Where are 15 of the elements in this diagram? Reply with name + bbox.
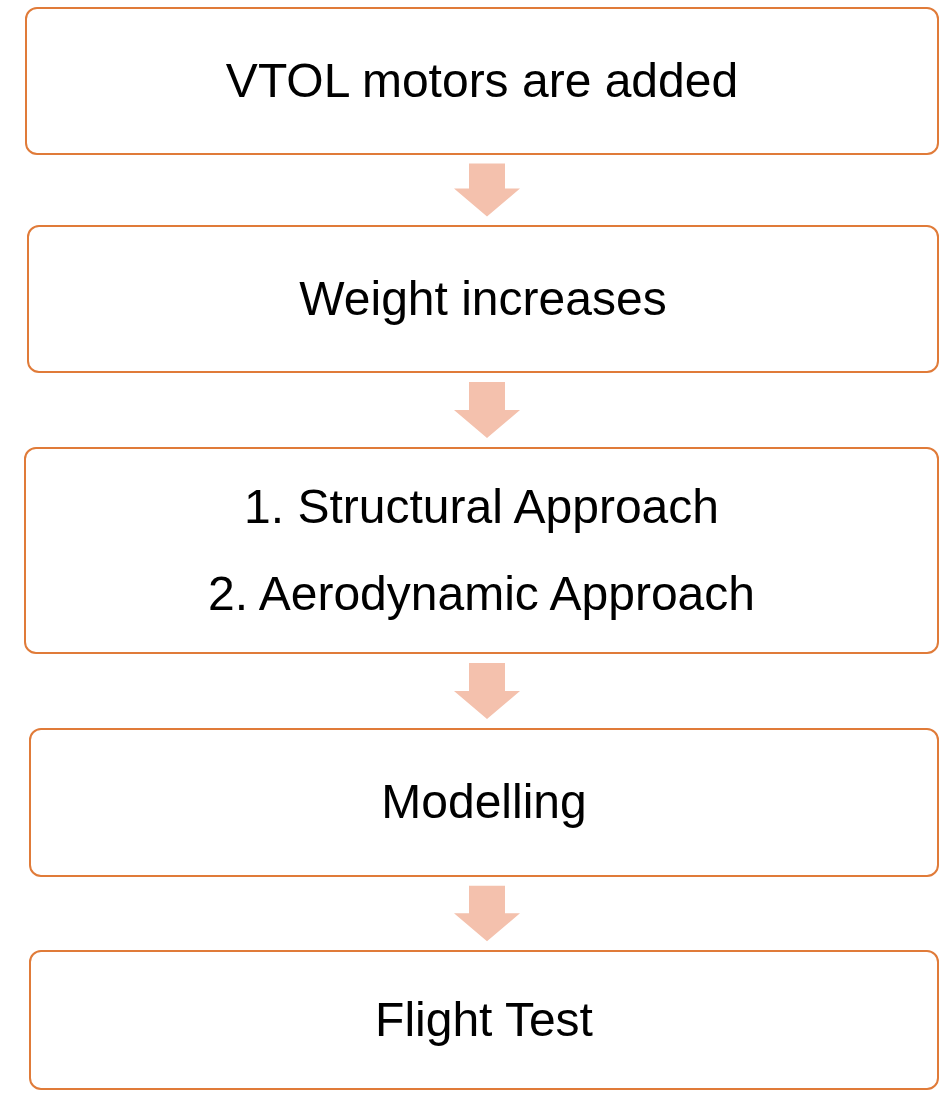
box-text: 2. Aerodynamic Approach — [208, 565, 755, 622]
block-arrow — [454, 662, 520, 720]
process-box — [24, 447, 939, 654]
block-arrow — [454, 163, 520, 217]
box-text: Weight increases — [299, 270, 667, 327]
process-box — [29, 950, 939, 1090]
block-arrow — [454, 885, 520, 942]
box-text: 1. Structural Approach — [244, 479, 719, 536]
process-box — [29, 728, 939, 877]
box-text: VTOL motors are added — [225, 52, 739, 109]
process-box — [27, 225, 939, 373]
block-arrow — [454, 381, 520, 439]
process-box — [25, 7, 939, 155]
box-text: Flight Test — [375, 991, 593, 1048]
box-text: Modelling — [381, 774, 587, 831]
